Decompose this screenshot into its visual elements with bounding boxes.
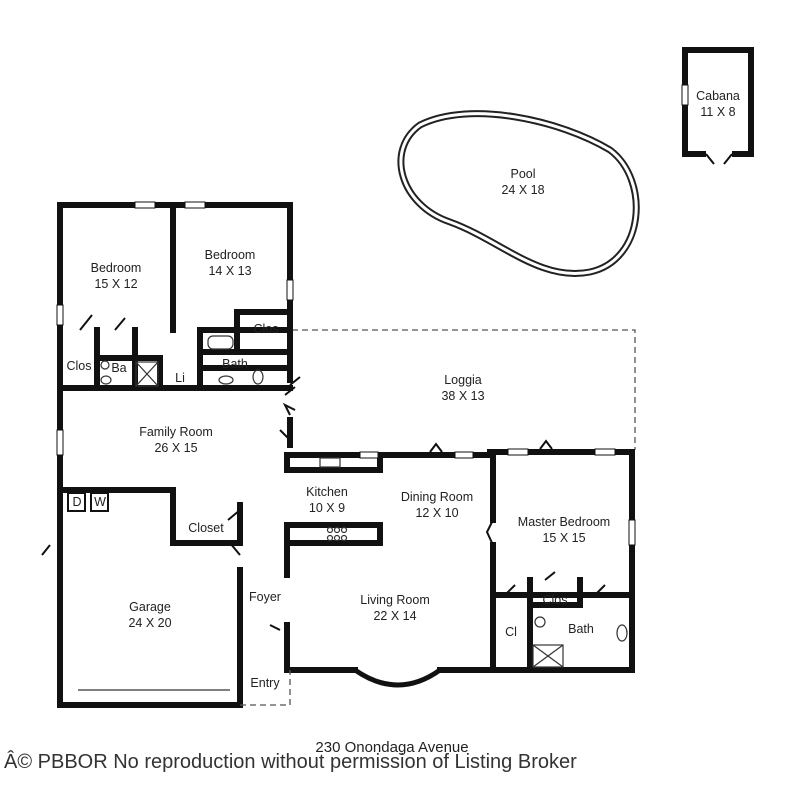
foyer-label: Foyer bbox=[249, 590, 281, 604]
closet-label: Closet bbox=[188, 521, 224, 535]
closet3-label: Clos bbox=[542, 593, 567, 607]
cabana-label: Cabana bbox=[696, 89, 740, 103]
fixtures bbox=[67, 335, 628, 691]
half-bath-label: Ba bbox=[111, 361, 126, 375]
bay-window bbox=[353, 667, 442, 688]
closet4-label: Cl bbox=[505, 625, 517, 639]
kitchen-size: 10 X 9 bbox=[309, 501, 345, 515]
master-bath-label: Bath bbox=[568, 622, 594, 636]
closet2-label: Clos bbox=[253, 322, 278, 336]
living-room-size: 22 X 14 bbox=[373, 609, 416, 623]
dryer-label: D bbox=[72, 495, 81, 509]
linen-label: Li bbox=[175, 371, 185, 385]
bedroom1-size: 15 X 12 bbox=[94, 277, 137, 291]
copyright-notice: Â© PBBOR No reproduction without permiss… bbox=[4, 750, 577, 773]
cabana-size: 11 X 8 bbox=[700, 105, 735, 119]
bedroom2-label: Bedroom bbox=[205, 248, 256, 262]
dining-room-size: 12 X 10 bbox=[415, 506, 458, 520]
entry-label: Entry bbox=[250, 676, 280, 690]
pool: Pool 24 X 18 bbox=[397, 110, 640, 277]
windows bbox=[56, 84, 689, 546]
walls bbox=[57, 202, 635, 708]
entry-outline bbox=[240, 670, 291, 706]
bath1-label: Bath bbox=[222, 357, 248, 371]
loggia-size: 38 X 13 bbox=[441, 389, 484, 403]
room-labels: Bedroom 15 X 12 Bedroom 14 X 13 Clos Ba … bbox=[66, 248, 610, 690]
pool-size: 24 X 18 bbox=[501, 183, 544, 197]
loggia-label: Loggia bbox=[444, 373, 482, 387]
loggia-outline bbox=[292, 329, 636, 450]
garage-size: 24 X 20 bbox=[128, 616, 171, 630]
master-bedroom-size: 15 X 15 bbox=[542, 531, 585, 545]
pool-label: Pool bbox=[510, 167, 535, 181]
closet1-label: Clos bbox=[66, 359, 91, 373]
bedroom2-size: 14 X 13 bbox=[208, 264, 251, 278]
kitchen-label: Kitchen bbox=[306, 485, 348, 499]
washer-label: W bbox=[94, 495, 106, 509]
address: 230 Onondaga Avenue bbox=[315, 739, 468, 756]
cabana: Cabana 11 X 8 bbox=[682, 47, 754, 165]
living-room-label: Living Room bbox=[360, 593, 429, 607]
bedroom1-label: Bedroom bbox=[91, 261, 142, 275]
family-room-label: Family Room bbox=[139, 425, 213, 439]
family-room-size: 26 X 15 bbox=[154, 441, 197, 455]
garage-label: Garage bbox=[129, 600, 171, 614]
door-swings bbox=[41, 314, 606, 631]
master-bedroom-label: Master Bedroom bbox=[518, 515, 610, 529]
dining-room-label: Dining Room bbox=[401, 490, 473, 504]
